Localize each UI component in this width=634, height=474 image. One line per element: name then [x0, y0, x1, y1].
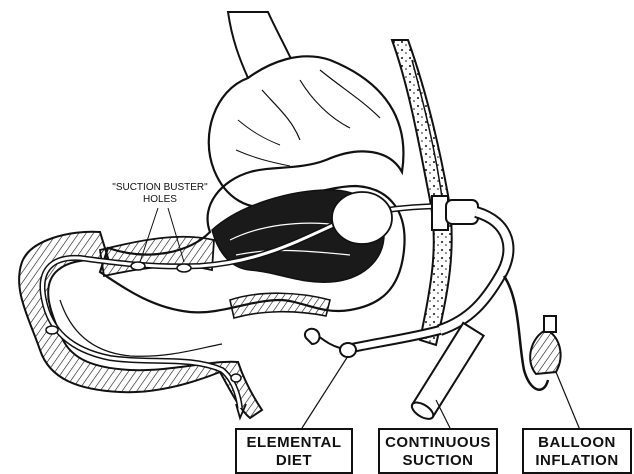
- label-elemental-line-2: DIET: [276, 452, 312, 470]
- label-continuous-line-1: CONTINUOUS: [385, 434, 491, 452]
- annotation-line-2: HOLES: [100, 194, 220, 206]
- label-elemental-line-1: ELEMENTAL: [246, 434, 341, 452]
- label-continuous-suction: CONTINUOUS SUCTION: [378, 428, 498, 474]
- leader-continuous: [436, 400, 450, 428]
- annotation-line-1: "SUCTION BUSTER": [100, 182, 220, 194]
- gastric-balloon: [332, 192, 392, 244]
- diet-port: [340, 343, 356, 357]
- leader-elemental: [302, 356, 348, 428]
- abdominal-wall: [392, 40, 452, 345]
- inflation-bulb: [530, 330, 560, 374]
- label-balloon-line-2: INFLATION: [535, 452, 618, 470]
- diet-cap: [305, 329, 320, 344]
- leader-balloon: [556, 372, 580, 430]
- label-continuous-line-2: SUCTION: [403, 452, 474, 470]
- suction-buster-annotation: "SUCTION BUSTER" HOLES: [100, 182, 220, 206]
- label-elemental-diet: ELEMENTAL DIET: [235, 428, 353, 474]
- label-balloon-line-1: BALLOON: [538, 434, 616, 452]
- label-balloon-inflation: BALLOON INFLATION: [522, 428, 632, 474]
